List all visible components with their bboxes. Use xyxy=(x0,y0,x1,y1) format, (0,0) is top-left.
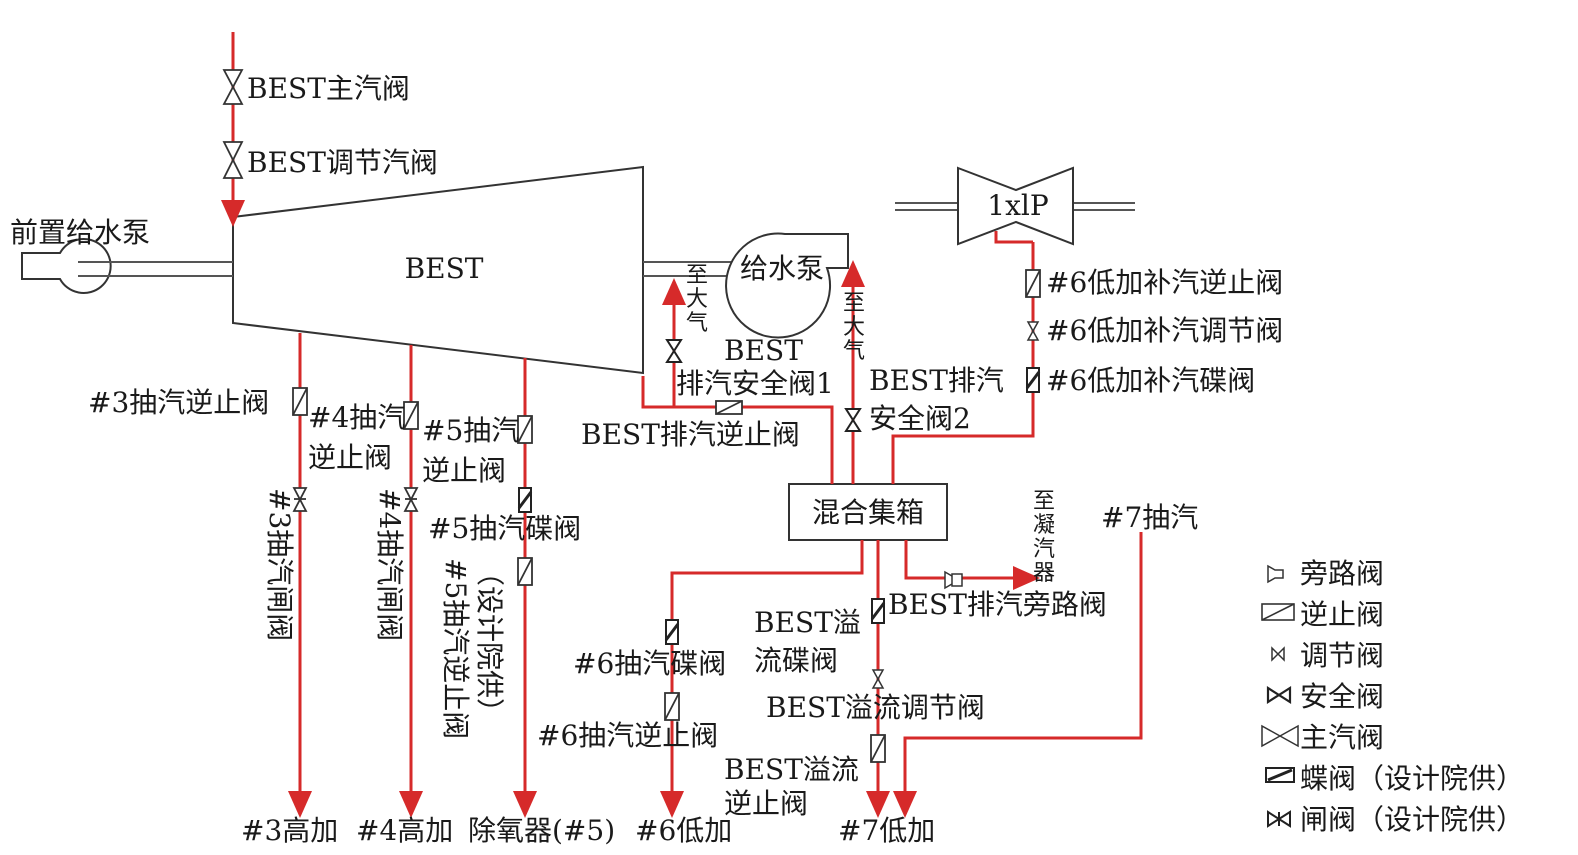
condenser-label: 至 凝 汽 器 xyxy=(1033,489,1055,586)
ext7-label: #7抽汽 xyxy=(1101,501,1198,534)
legend-label: 逆止阀 xyxy=(1300,598,1384,631)
ext5-check-label-2: 逆止阀 xyxy=(422,454,506,487)
turbine-body xyxy=(232,165,644,375)
legend-control-icon xyxy=(1271,646,1285,662)
hp4-label: #4高加 xyxy=(356,814,453,847)
svg-text:至: 至 xyxy=(843,291,865,316)
lp-turbine-icon xyxy=(895,166,1135,246)
svg-text:气: 气 xyxy=(843,339,865,364)
safety1-label-1: BEST xyxy=(724,334,803,367)
pre-pump-label: 前置给水泵 xyxy=(10,216,150,249)
safety2-label-1: BEST排汽 xyxy=(869,364,1004,397)
lh6-control-label: #6低加补汽调节阀 xyxy=(1046,314,1283,347)
bypass-valve-icon xyxy=(944,570,963,590)
ext5-butterfly-label: #5抽汽碟阀 xyxy=(428,512,581,545)
main-steam-valve-icon xyxy=(222,69,244,105)
safety2-label-2: 安全阀2 xyxy=(869,402,971,435)
safety1-label-2: 排汽安全阀1 xyxy=(676,367,834,400)
legend-butterfly-icon xyxy=(1265,767,1295,783)
svg-text:气: 气 xyxy=(686,311,708,336)
svg-text:器: 器 xyxy=(1033,561,1055,586)
mixing-header xyxy=(788,483,948,541)
legend-bypass-icon xyxy=(1267,564,1284,584)
atm1-label: 至 大 气 xyxy=(686,263,708,336)
ext5-check-label-1: #5抽汽 xyxy=(422,414,519,447)
ext4-gate-label: #4抽汽闸阀 xyxy=(373,488,406,641)
legend: 旁路阀 逆止阀 调节阀 安全阀 主汽阀 蝶阀（设计院供） 闸阀（设计院供） xyxy=(1261,557,1524,836)
lh6-check-label: #6低加补汽逆止阀 xyxy=(1046,266,1283,299)
legend-label: 调节阀 xyxy=(1300,639,1384,672)
check-valve-icon xyxy=(292,269,1041,763)
svg-text:至: 至 xyxy=(1033,489,1055,514)
ext3-check-label: #3抽汽逆止阀 xyxy=(88,386,269,419)
legend-main-steam-icon xyxy=(1261,724,1299,748)
lh6-butterfly-label: #6低加补汽碟阀 xyxy=(1046,364,1255,397)
ext4-check-label-2: 逆止阀 xyxy=(308,441,392,474)
overflow-check-label-1: BEST溢流 xyxy=(724,753,859,786)
mixing-header-label: 混合集箱 xyxy=(812,496,924,529)
legend-check-icon xyxy=(1261,603,1295,621)
svg-text:凝: 凝 xyxy=(1033,513,1055,538)
ext5-check-design-label-1: #5抽汽逆止阀 xyxy=(439,558,472,739)
feed-pump-icon xyxy=(643,232,849,339)
svg-text:汽: 汽 xyxy=(1033,537,1055,562)
ext5-check-design-label-2: （设计院供） xyxy=(473,558,506,726)
overflow-butterfly-label-2: 流碟阀 xyxy=(754,644,838,677)
overflow-butterfly-label-1: BEST溢 xyxy=(754,606,861,639)
ext6-check-label: #6抽汽逆止阀 xyxy=(537,719,718,752)
lp-turbine-label: 1xlP xyxy=(987,189,1048,222)
gate-valve-icon xyxy=(292,487,419,512)
safety-valve-icon xyxy=(665,339,862,432)
overflow-check-label-2: 逆止阀 xyxy=(724,787,808,820)
turbine-label: BEST xyxy=(405,252,484,285)
lp7-label: #7低加 xyxy=(838,814,935,847)
control-steam-valve-icon xyxy=(222,141,244,179)
legend-label: 蝶阀（设计院供） xyxy=(1300,762,1524,795)
legend-label: 旁路阀 xyxy=(1300,557,1384,590)
ext4-check-label-1: #4抽汽 xyxy=(308,401,405,434)
deaerator-label: 除氧器(#5) xyxy=(468,814,615,847)
ext6-butterfly-label: #6抽汽碟阀 xyxy=(573,647,726,680)
legend-label: 主汽阀 xyxy=(1300,721,1384,754)
butterfly-valve-icon xyxy=(517,367,1041,645)
pre-pump-icon xyxy=(21,238,233,294)
control-valve-icon xyxy=(871,321,1040,689)
exhaust-bypass-label: BEST排汽旁路阀 xyxy=(888,588,1107,621)
svg-text:大: 大 xyxy=(843,315,865,340)
ext3-gate-label: #3抽汽闸阀 xyxy=(263,488,296,641)
atm2-label: 至 大 气 xyxy=(843,291,865,364)
svg-text:至: 至 xyxy=(686,263,708,288)
legend-gate-icon xyxy=(1267,810,1291,828)
legend-label: 闸阀（设计院供） xyxy=(1300,803,1524,836)
lp6-label: #6低加 xyxy=(635,814,732,847)
overflow-control-label: BEST溢流调节阀 xyxy=(766,691,985,724)
legend-safety-icon xyxy=(1266,685,1292,705)
control-steam-valve-label: BEST调节汽阀 xyxy=(247,146,438,179)
main-steam-valve-label: BEST主汽阀 xyxy=(247,72,410,105)
svg-text:大: 大 xyxy=(686,287,708,312)
legend-label: 安全阀 xyxy=(1300,680,1384,713)
feed-pump-label: 给水泵 xyxy=(740,252,824,285)
hp3-label: #3高加 xyxy=(241,814,338,847)
exhaust-check-label: BEST排汽逆止阀 xyxy=(581,418,800,451)
